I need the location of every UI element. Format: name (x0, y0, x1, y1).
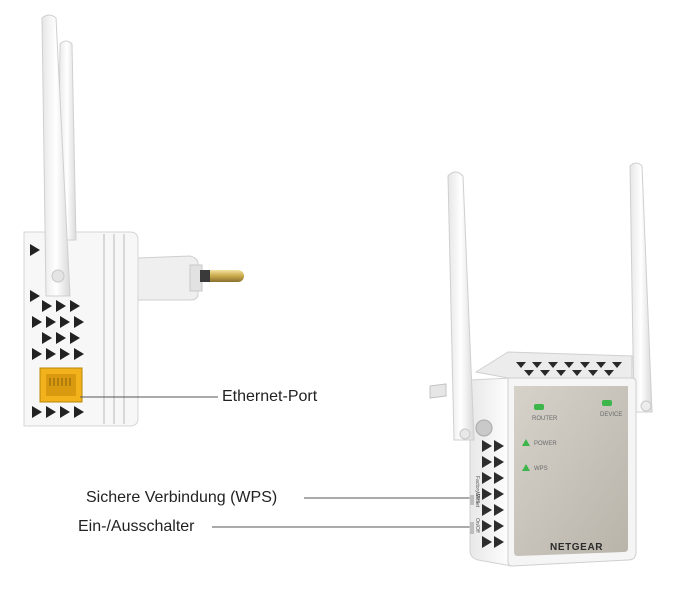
led-device-label: DEVICE (600, 412, 622, 418)
power-switch (470, 522, 474, 534)
led-power-label: POWER (534, 441, 557, 447)
antenna-front (41, 14, 71, 297)
side-label-wps: WPS (474, 492, 480, 504)
side-vents (30, 244, 84, 418)
power-switch-label: Ein-/Ausschalter (78, 518, 195, 535)
side-vents-front-view (482, 440, 504, 548)
extender-front-view: Factory Reset WPS On/Off ROUTER DEVICE P… (429, 162, 653, 567)
plug-pin (200, 270, 244, 282)
antenna-left-hinge (459, 428, 471, 440)
side-label-onoff: On/Off (474, 518, 480, 533)
side-surface (469, 377, 513, 567)
brand-logo-text: NETGEAR (550, 542, 603, 553)
wps-button (470, 495, 474, 505)
plug-pin-insulation (200, 270, 210, 282)
top-vents (516, 362, 622, 376)
led-wps (522, 464, 530, 471)
led-power (522, 439, 530, 446)
wps-label: Sichere Verbindung (WPS) (86, 489, 278, 506)
antenna-hinge (51, 269, 65, 283)
ethernet-port-contacts (49, 378, 71, 386)
plug-body (137, 255, 199, 301)
led-router-label: ROUTER (532, 416, 558, 422)
led-device (602, 400, 612, 406)
antenna-right (629, 162, 653, 413)
plug-prong (429, 383, 447, 399)
extender-side-view (23, 14, 244, 427)
antenna-right-hinge (640, 400, 652, 412)
ethernet-port-label: Ethernet-Port (222, 388, 318, 405)
led-wps-label: WPS (534, 466, 548, 472)
antenna-pivot (475, 419, 493, 437)
led-router (534, 404, 544, 410)
front-panel (514, 386, 628, 556)
antenna-left (447, 171, 475, 441)
side-label-factory-reset: Factory Reset (474, 476, 480, 508)
